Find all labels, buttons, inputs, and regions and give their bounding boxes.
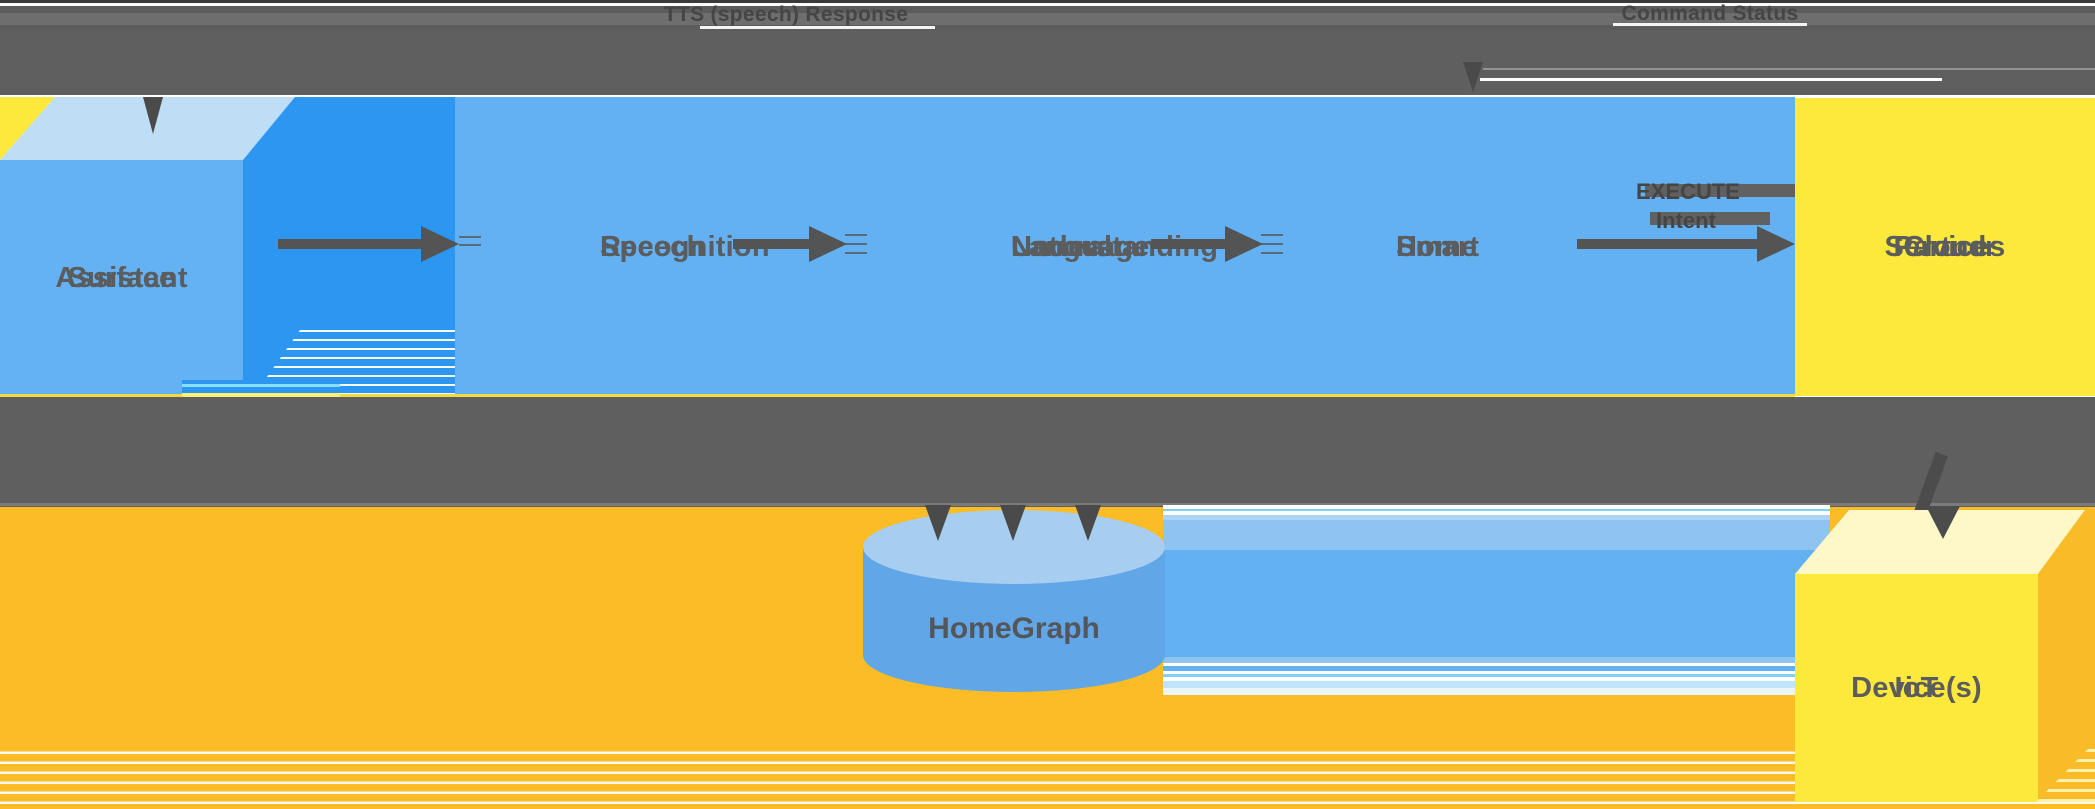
command-status-underline <box>1613 23 1807 26</box>
node-label: Surface <box>67 262 176 294</box>
yellow-divider-line <box>0 394 1795 397</box>
arrow-nlu-to-smarthome <box>1151 239 1227 249</box>
node-iot-devices: IoT Device(s) <box>1795 574 2038 802</box>
yellow-glitch-line <box>182 393 340 397</box>
execute-intent-label-line2: Intent <box>1656 208 1716 233</box>
google-assistant-box <box>455 97 1795 396</box>
node-label: Language <box>1011 230 1150 263</box>
command-status-label: Command Status <box>1621 2 1799 25</box>
arrow-smarthome-to-partner <box>1577 239 1759 249</box>
tts-response-underline <box>700 26 935 29</box>
node-label: Device(s) <box>1851 672 1982 704</box>
node-partner-cloud-services: Partner Cloud Services <box>1795 98 2095 396</box>
return-arrow-faint-line <box>1483 68 2095 70</box>
arrow-streak <box>459 244 481 246</box>
node-assistant-surface: Assistant Surface <box>0 160 243 396</box>
return-arrow-white-line <box>1480 78 1942 81</box>
upper-gray-band <box>0 30 2095 95</box>
arrow-streak <box>845 234 867 236</box>
top-white-line <box>0 3 2095 6</box>
arrow-streak <box>1261 243 1283 245</box>
arrow-streak <box>845 252 867 254</box>
homegraph-cylinder-bottom <box>863 618 1165 692</box>
node-label: IoT <box>1894 672 1939 704</box>
node-label: Assistant <box>55 262 188 294</box>
node-homegraph: HomeGraph <box>928 612 1100 645</box>
arrow-assistant-to-speech <box>278 239 423 249</box>
top-light-band <box>0 13 2095 25</box>
node-label: Home <box>1396 230 1478 263</box>
node-label: Natural <box>1011 230 1113 263</box>
arrow-streak <box>459 236 481 238</box>
cyan-glitch-line <box>182 384 340 387</box>
top-dark-row <box>0 0 2095 3</box>
label-streak-artifact <box>1645 184 1795 197</box>
node-label: Speech <box>600 230 705 263</box>
blue-glitch-strip <box>182 380 340 397</box>
middle-band-light-line <box>0 503 2095 506</box>
node-label: Smart <box>1396 230 1480 263</box>
blue-streak-artifact <box>1163 505 1830 695</box>
middle-gray-band <box>0 397 2095 507</box>
arrow-streak <box>1261 234 1283 236</box>
arrow-streak <box>1261 252 1283 254</box>
arrow-speech-to-nlu <box>733 239 811 249</box>
node-label: Services <box>1884 231 2006 263</box>
execute-intent-label-line1: EXECUTE <box>1636 179 1740 204</box>
node-label: Partner <box>1893 231 1997 263</box>
label-streak-artifact <box>1650 212 1770 225</box>
bottom-stripe-artifact <box>0 744 2095 809</box>
tts-response-label: TTS (speech) Response <box>663 3 909 26</box>
arrow-streak <box>845 243 867 245</box>
node-label: Cloud <box>1903 231 1987 263</box>
